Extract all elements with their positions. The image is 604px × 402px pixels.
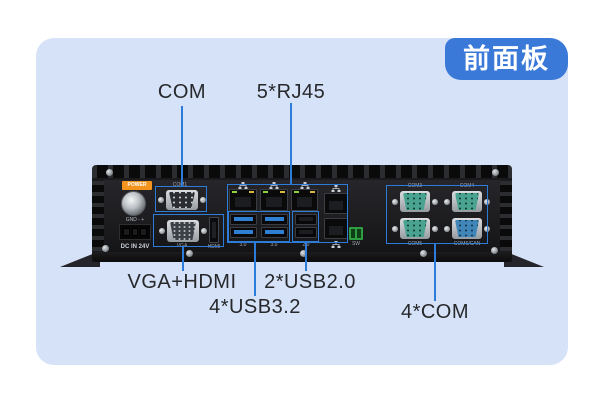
com5-port-label: COM5 xyxy=(407,241,423,247)
com5-serial-port xyxy=(392,218,438,239)
screw xyxy=(102,245,109,252)
heatsink-fins-left xyxy=(92,181,104,251)
usb2-port xyxy=(295,227,317,238)
com4-port-label: COM4 xyxy=(459,183,475,189)
usb3-port xyxy=(261,227,288,238)
heatsink-fins-right xyxy=(500,181,512,251)
callout-label-rj45: 5*RJ45 xyxy=(256,81,326,103)
highlight-rj45 xyxy=(227,184,348,243)
sw-terminal xyxy=(349,227,363,240)
callout-line-usb3 xyxy=(254,242,256,296)
callout-line-rj45 xyxy=(290,103,292,185)
dc-terminal-block xyxy=(119,224,151,240)
device-bottom-edge xyxy=(92,252,512,262)
callout-line-vga-hdmi xyxy=(182,247,184,271)
screw xyxy=(420,250,427,257)
rj45-port-3 xyxy=(291,189,318,211)
com6-port-label: COM6/CAN xyxy=(453,241,481,247)
callout-line-usb2 xyxy=(305,242,307,271)
com1-serial-port xyxy=(158,190,206,210)
rj45-port-2 xyxy=(260,189,288,211)
usb3-port xyxy=(261,214,288,225)
usb2-port xyxy=(295,214,317,225)
highlight-usb2 xyxy=(292,211,319,242)
highlight-vga-hdmi xyxy=(153,214,224,247)
screw xyxy=(186,250,193,257)
usb3-port xyxy=(230,214,257,225)
callout-line-com xyxy=(181,106,183,186)
dc-input-label: DC IN 24V xyxy=(120,244,150,250)
callout-label-4com: 4*COM xyxy=(400,301,470,323)
screw xyxy=(300,250,307,257)
screw xyxy=(492,169,499,176)
power-label: POWER xyxy=(122,181,152,190)
rj45-port-1 xyxy=(229,189,257,211)
hdmi-port xyxy=(209,217,219,243)
power-button[interactable] xyxy=(121,191,146,216)
callout-label-usb2: 2*USB2.0 xyxy=(264,271,356,293)
callout-label-usb3: 4*USB3.2 xyxy=(209,296,301,318)
screw xyxy=(106,169,113,176)
usb3-label: 3.0 xyxy=(270,242,278,248)
usb3-port xyxy=(230,227,257,238)
sw-label: SW xyxy=(351,241,361,247)
com3-port-label: COM3 xyxy=(407,183,423,189)
com3-serial-port xyxy=(392,191,438,212)
callout-line-4com xyxy=(434,244,436,301)
screw xyxy=(491,247,498,254)
highlight-4com xyxy=(386,185,488,244)
heatsink-fins-top xyxy=(92,165,512,182)
highlight-usb3 xyxy=(228,211,290,242)
callout-label-vga-hdmi: VGA+HDMI xyxy=(127,271,237,293)
highlight-com1 xyxy=(155,186,207,212)
gnd-terminal-label: GND - + xyxy=(125,217,145,223)
vga-port xyxy=(159,220,207,242)
com6-can-serial-port xyxy=(444,218,490,239)
usb3-label: 3.0 xyxy=(239,242,247,248)
lan-icon xyxy=(331,185,341,192)
hdmi-port-label: HDMI xyxy=(207,244,221,250)
callout-label-com: COM xyxy=(157,81,207,103)
panel-title-badge: 前面板 xyxy=(445,38,568,80)
com1-port-label: COM1 xyxy=(172,182,188,188)
